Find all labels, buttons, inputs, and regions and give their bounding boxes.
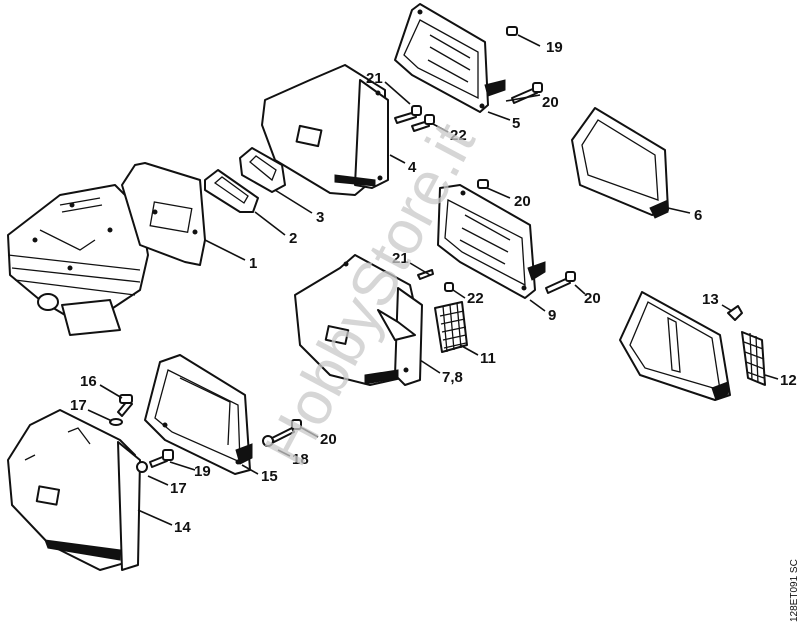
callout-5: 5 — [512, 115, 520, 132]
callout-20-mid: 20 — [584, 290, 601, 307]
callout-12: 13 — [702, 291, 719, 308]
callout-6: 6 — [694, 207, 702, 224]
callout-17-left: 17 — [170, 480, 187, 497]
part-7-8-muffler-body — [294, 254, 423, 386]
callout-16: 17 — [70, 397, 87, 414]
screw-21-top — [394, 105, 422, 124]
callout-3: 3 — [316, 209, 324, 226]
leader-lines — [87, 34, 779, 526]
screw-20-mid — [545, 271, 576, 294]
part-14-muffler-cover — [144, 354, 253, 475]
part-3-gasket — [239, 147, 286, 193]
callout-19-mid: 20 — [514, 193, 531, 210]
callout-11: 12 — [780, 372, 797, 389]
screw-20-top — [511, 82, 543, 104]
cylinder-part — [7, 184, 149, 336]
part-13-muffler-body — [7, 409, 141, 571]
washer-17-left — [136, 461, 148, 473]
part-9-muffler-cover — [437, 184, 546, 299]
screw-22-top — [411, 114, 435, 132]
callout-20-top: 20 — [542, 94, 559, 111]
screw-20-low — [271, 419, 302, 443]
screw-15 — [117, 394, 133, 417]
part-4-muffler-body — [261, 64, 389, 196]
callout-18: 19 — [194, 463, 211, 480]
screw-19-top — [506, 26, 518, 36]
callout-1: 1 — [249, 255, 257, 272]
washer-16 — [109, 418, 123, 426]
callout-22-mid: 22 — [467, 290, 484, 307]
part-right-cover — [619, 291, 731, 401]
part-5-muffler-cover — [394, 3, 506, 113]
fasteners — [109, 26, 576, 473]
callout-15: 16 — [80, 373, 97, 390]
callout-21-mid: 21 — [392, 250, 409, 267]
screw-22-mid — [444, 282, 454, 292]
part-1-plate — [121, 162, 206, 266]
screw-18 — [149, 449, 174, 468]
callout-17-right: 18 — [292, 451, 309, 468]
callout-labels: 19 20 21 22 5 4 3 2 1 6 20 21 22 20 9 11… — [70, 39, 797, 536]
callout-7-8: 7,8 — [442, 369, 463, 386]
reference-code: 128ET091 SC — [789, 559, 800, 622]
part-11-screen — [741, 331, 766, 386]
callout-2: 2 — [289, 230, 297, 247]
callout-22-top: 22 — [450, 127, 467, 144]
callout-19-top: 19 — [546, 39, 563, 56]
part-10-screen — [434, 301, 468, 353]
screw-19-mid — [477, 179, 489, 189]
screw-21-mid — [417, 269, 434, 280]
part-12-plug — [727, 305, 743, 321]
callout-21-top: 21 — [366, 70, 383, 87]
part-6-muffler-cover — [571, 107, 669, 219]
callout-14: 15 — [261, 468, 278, 485]
callout-10: 11 — [480, 350, 496, 367]
callout-13: 14 — [174, 519, 191, 536]
callout-9: 9 — [548, 307, 556, 324]
callout-20-low: 20 — [320, 431, 337, 448]
callout-4: 4 — [408, 159, 417, 176]
part-2-gasket — [204, 169, 259, 213]
